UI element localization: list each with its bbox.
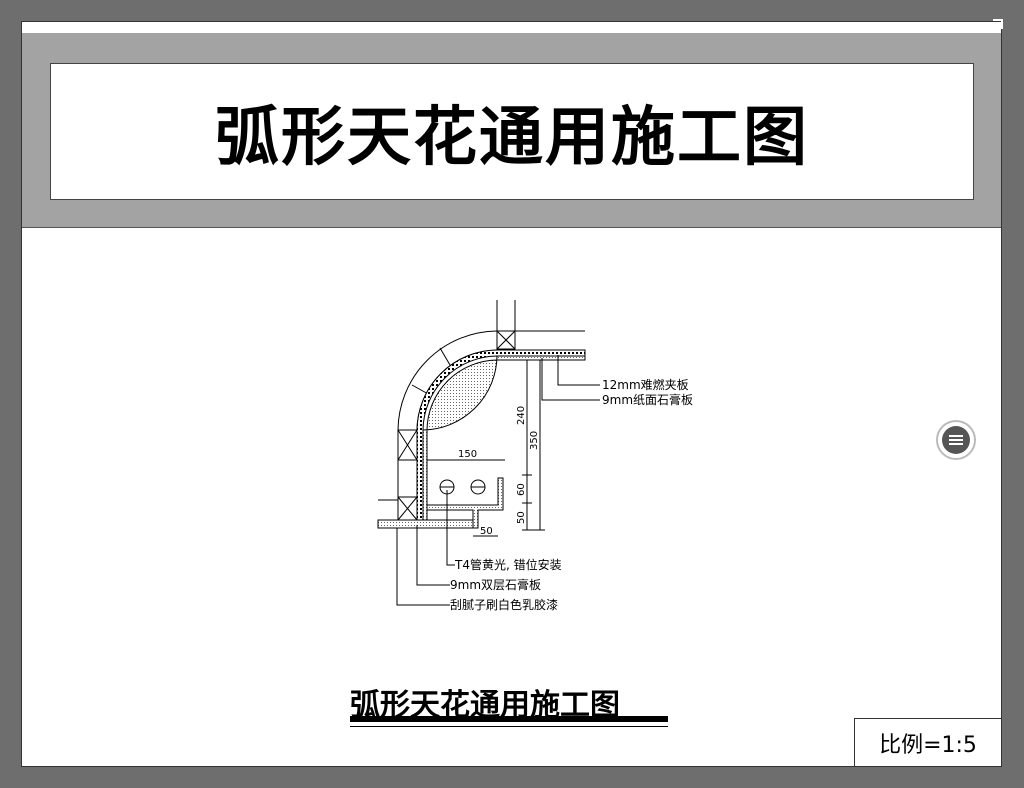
label-t4-tube: T4管黄光, 错位安装 [454,557,562,572]
label-9mm-paper-gypsum: 9mm纸面石膏板 [602,392,693,407]
subtitle-underline-thin [350,726,668,727]
corner-mark [993,19,1003,29]
dim-350: 350 [529,431,540,450]
scale-label: 比例=1:5 [879,732,977,758]
dim-150: 150 [458,449,477,460]
dim-240: 240 [516,406,527,425]
light-trough [426,477,504,529]
gypsum-board [422,355,586,521]
title-box: 弧形天花通用施工图 [50,63,974,200]
label-putty-paint: 刮腻子刷白色乳胶漆 [450,597,558,612]
label-9mm-double-gypsum: 9mm双层石膏板 [450,577,541,592]
menu-gear-icon [942,426,970,454]
subtitle-underline-thick [350,716,668,722]
bottom-gypsum-board [377,519,479,529]
scale-box: 比例=1:5 [854,718,1002,767]
dim-60: 60 [516,483,527,496]
drawing-sheet: 弧形天花通用施工图 [21,21,1002,767]
header-band: 弧形天花通用施工图 [22,33,1001,228]
page-title: 弧形天花通用施工图 [215,100,809,175]
dim-50-vertical: 50 [516,511,527,524]
label-12mm-board: 12mm难燃夹板 [602,377,689,392]
dim-50-horizontal: 50 [480,526,493,537]
menu-gear-button[interactable] [936,420,976,460]
